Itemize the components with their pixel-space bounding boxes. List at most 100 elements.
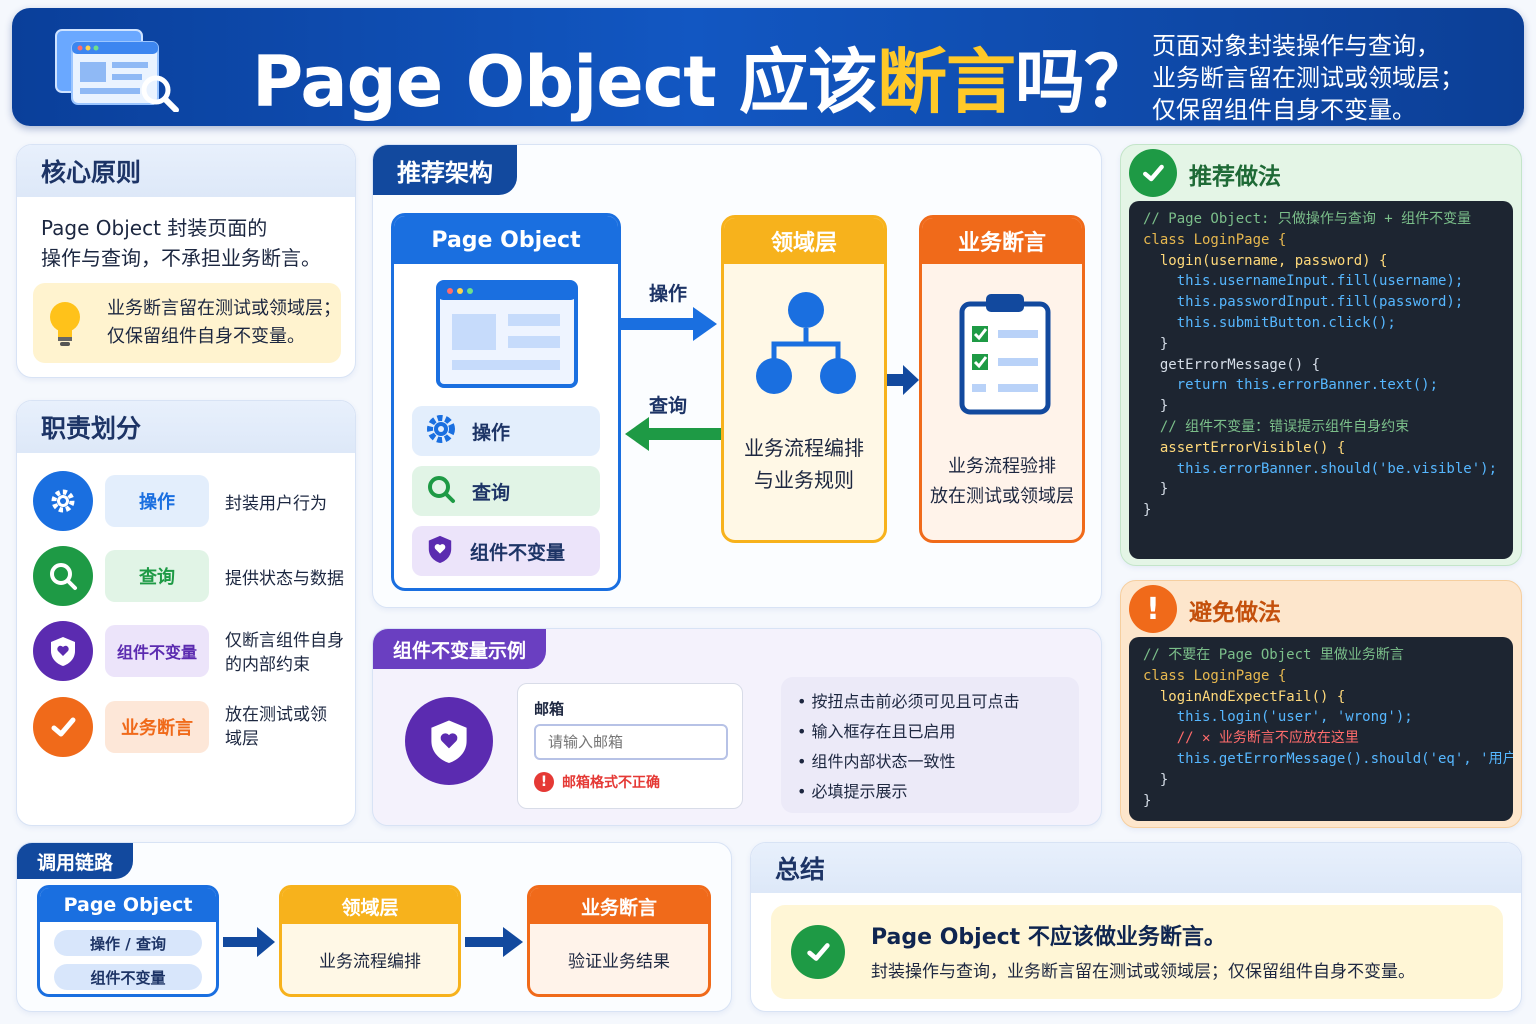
- invariant-example-card: 组件不变量示例 邮箱 ! 邮箱格式不正确 • 按扭点击前必须可见且可点击 • 输…: [372, 628, 1102, 826]
- arch-assert-title: 业务断言: [922, 218, 1082, 264]
- header-banner: Page Object 应该断言吗？ 页面对象封装操作与查询， 业务断言留在测试…: [12, 8, 1524, 126]
- check-circle-icon: [791, 925, 845, 979]
- code-line: }: [1143, 481, 1169, 498]
- invariant-bullets: • 按扭点击前必须可见且可点击 • 输入框存在且已启用 • 组件内部状态一致性 …: [781, 677, 1079, 813]
- core-tip-box: 业务断言留在测试或领域层； 仅保留组件自身不变量。: [33, 283, 341, 363]
- arch-page-object-title: Page Object: [394, 216, 618, 264]
- arrow-right-icon: [619, 307, 719, 345]
- code-line: this.errorBanner.should('be.visible');: [1143, 460, 1498, 477]
- recommended-code-block: // Page Object: 只做操作与查询 + 组件不变量 class Log…: [1129, 201, 1513, 559]
- gear-icon: [426, 414, 456, 448]
- arrow-right-icon: [465, 927, 525, 961]
- core-tip-text: 业务断言留在测试或领域层； 仅保留组件自身不变量。: [107, 298, 341, 347]
- check-circle-icon: [1129, 149, 1177, 197]
- invariant-bullet: • 必填提示展示: [797, 782, 908, 801]
- check-icon: [33, 697, 93, 757]
- code-line: // 组件不变量：错误提示组件自身约束: [1143, 418, 1410, 435]
- arch-page-object-box: Page Object 操作 查询 组件不变量: [391, 213, 621, 591]
- code-line: // Page Object: 只做操作与查询 + 组件不变量: [1143, 211, 1472, 227]
- code-line: // 不要在 Page Object 里做业务断言: [1143, 647, 1404, 663]
- duty-desc-invariant: 仅断言组件自身的内部约束: [225, 631, 344, 675]
- lightbulb-icon: [47, 299, 83, 353]
- arch-assert-desc: 业务流程验排 放在测试或领域层: [930, 456, 1074, 507]
- chain-page-object-box: Page Object 操作 / 查询 组件不变量: [37, 885, 219, 997]
- code-line: class LoginPage {: [1143, 667, 1287, 684]
- arrow-query-label: 查询: [649, 395, 688, 417]
- duty-label-business-assert: 业务断言: [105, 701, 209, 753]
- code-line: this.submitButton.click();: [1143, 314, 1396, 331]
- arch-domain-title: 领域层: [724, 218, 884, 264]
- arch-po-item-operation: 操作: [412, 406, 600, 456]
- chain-page-object-title: Page Object: [40, 888, 216, 922]
- email-input[interactable]: [534, 724, 728, 760]
- code-line: }: [1143, 771, 1169, 788]
- call-chain-card: 调用链路 Page Object 操作 / 查询 组件不变量 领域层 业务流程编…: [16, 842, 732, 1012]
- arch-domain-box: 领域层 业务流程编排 与业务规则: [721, 215, 887, 543]
- clipboard-check-icon: [958, 290, 1052, 422]
- arch-assert-box: 业务断言 业务流程验排 放在测试或领域层: [919, 215, 1085, 543]
- page-subtitle: 页面对象封装操作与查询， 业务断言留在测试或领域层； 仅保留组件自身不变量。: [1152, 32, 1464, 124]
- email-field-example: 邮箱 ! 邮箱格式不正确: [517, 683, 743, 809]
- chain-domain-box: 领域层 业务流程编排: [279, 885, 461, 997]
- chain-assert-desc: 验证业务结果: [568, 951, 670, 972]
- core-principle-title: 核心原则: [17, 145, 355, 197]
- shield-heart-icon: [405, 697, 493, 785]
- code-line: }: [1143, 792, 1152, 809]
- invariant-example-title: 组件不变量示例: [373, 629, 547, 669]
- code-line: login(username, password) {: [1143, 252, 1388, 269]
- summary-title: 总结: [751, 843, 1521, 893]
- duty-desc-query: 提供状态与数据: [225, 569, 344, 589]
- code-line: this.passwordInput.fill(password);: [1143, 294, 1464, 311]
- arch-po-item-invariant: 组件不变量: [412, 526, 600, 576]
- duty-desc-operation: 封装用户行为: [225, 494, 327, 514]
- duty-label-operation: 操作: [105, 475, 209, 527]
- arrow-left-icon: [623, 417, 723, 455]
- architecture-title: 推荐架构: [373, 145, 517, 195]
- invariant-bullet: • 组件内部状态一致性: [797, 752, 956, 771]
- search-icon: [426, 474, 456, 508]
- page-window-icon: [436, 280, 578, 394]
- warning-icon: !: [1129, 585, 1177, 633]
- call-chain-title: 调用链路: [17, 843, 134, 879]
- chain-assert-title: 业务断言: [530, 888, 708, 924]
- code-line: class LoginPage {: [1143, 231, 1287, 248]
- code-line: // ✕ 业务断言不应放在这里: [1143, 730, 1359, 747]
- summary-card: 总结 Page Object 不应该做业务断言。 封装操作与查询，业务断言留在测…: [750, 842, 1522, 1012]
- code-line: }: [1143, 335, 1169, 352]
- arrow-right-icon: [223, 927, 277, 961]
- gear-icon: [33, 471, 93, 531]
- shield-icon: [426, 534, 454, 568]
- search-icon: [33, 546, 93, 606]
- core-principle-card: 核心原则 Page Object 封装页面的 操作与查询，不承担业务断言。 业务…: [16, 144, 356, 378]
- code-line: }: [1143, 502, 1152, 519]
- code-line: }: [1143, 398, 1169, 415]
- invariant-bullet: • 按扭点击前必须可见且可点击: [797, 692, 1020, 711]
- duty-label-invariant: 组件不变量: [105, 625, 209, 677]
- recommended-practice-card: 推荐做法 // Page Object: 只做操作与查询 + 组件不变量 clas…: [1120, 144, 1522, 566]
- page-title: Page Object 应该断言吗？: [252, 41, 1154, 123]
- chain-domain-desc: 业务流程编排: [319, 951, 421, 972]
- arch-po-item-query: 查询: [412, 466, 600, 516]
- email-error: ! 邮箱格式不正确: [534, 772, 660, 792]
- avoid-practice-title: 避免做法: [1189, 600, 1281, 626]
- recommended-practice-title: 推荐做法: [1189, 164, 1281, 190]
- arrow-right-small-icon: [887, 365, 921, 399]
- code-line: assertErrorVisible() {: [1143, 439, 1346, 456]
- code-line: loginAndExpectFail() {: [1143, 688, 1346, 705]
- invariant-bullet: • 输入框存在且已启用: [797, 722, 956, 741]
- chain-po-item: 组件不变量: [54, 964, 202, 990]
- avoid-code-block: // 不要在 Page Object 里做业务断言 class LoginPage…: [1129, 637, 1513, 821]
- code-line: this.login('user', 'wrong');: [1143, 709, 1413, 726]
- hierarchy-icon: [754, 288, 858, 402]
- code-line: return this.errorBanner.text();: [1143, 377, 1439, 394]
- duties-title: 职责划分: [17, 401, 355, 453]
- avoid-practice-card: ! 避免做法 // 不要在 Page Object 里做业务断言 class Lo…: [1120, 580, 1522, 828]
- chain-domain-title: 领域层: [282, 888, 458, 924]
- email-field-label: 邮箱: [534, 700, 565, 718]
- summary-box: Page Object 不应该做业务断言。 封装操作与查询，业务断言留在测试或领…: [771, 905, 1503, 999]
- summary-headline: Page Object 不应该做业务断言。: [871, 925, 1226, 950]
- duties-card: 职责划分 操作 封装用户行为 查询 提供状态与数据 组件不变量 仅断言组件自身的…: [16, 400, 356, 826]
- error-icon: !: [534, 772, 554, 792]
- code-line: this.getErrorMessage().should('eq', '用户名…: [1176, 750, 1513, 767]
- duty-desc-business-assert: 放在测试或领域层: [225, 705, 327, 749]
